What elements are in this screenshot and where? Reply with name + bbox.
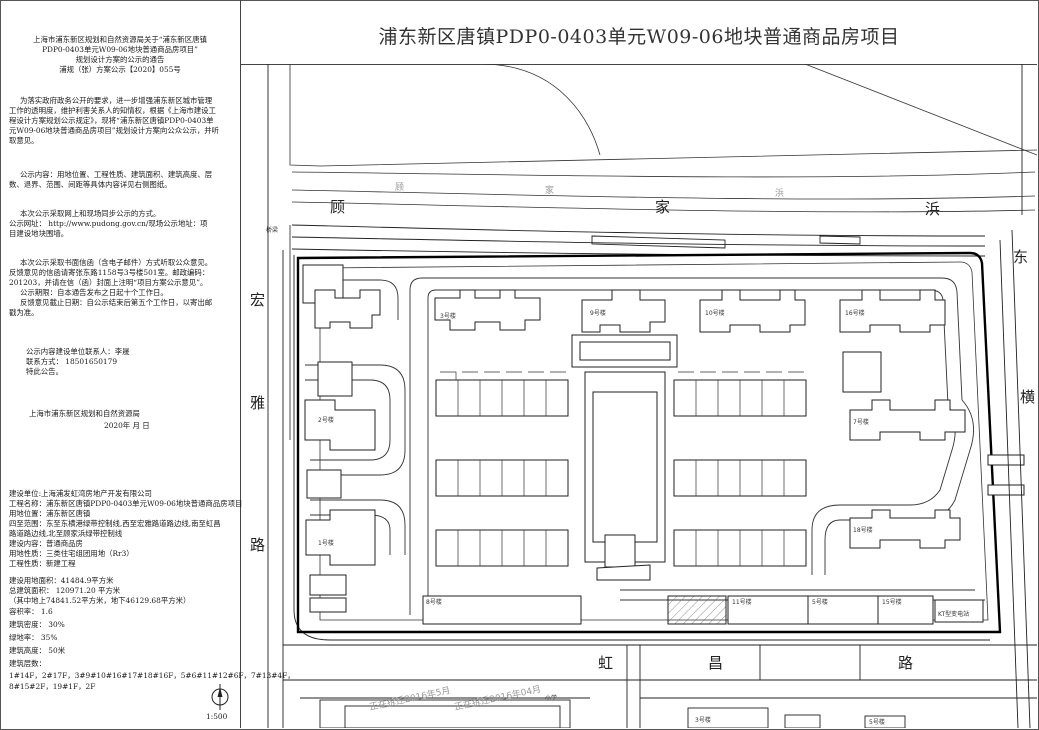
project-info-line: 建设单位:上海浦发虹湾房地产开发有限公司 — [9, 489, 152, 498]
notice-text: 公示内容：用地位置、工程性质、建筑面积、建筑高度、层 — [20, 170, 213, 179]
north-bank — [291, 224, 986, 257]
faint-labels: 顾 家 浜 正在拆迁2016年5月 正在拆迁2016年04月 — [368, 182, 784, 713]
project-info-line: 建设内容：普通商品房 — [9, 539, 83, 548]
road-south-label-1: 虹 — [598, 654, 613, 672]
title-bar: 浦东新区唐镇PDP0-0403单元W09-06地块普通商品房项目 — [241, 0, 1037, 65]
building-2-label: 2号楼 — [318, 416, 334, 424]
project-info-line: 容积率： 1.6 — [9, 607, 53, 616]
notice-header-2: PDP0-0403单元W09-06地块普通商品房项目” — [42, 45, 198, 54]
building-7-label: 7号楼 — [853, 418, 869, 426]
project-info-line: 工程名称：浦东新区唐镇PDP0-0403单元W09-06地块普通商品房项目 — [9, 499, 243, 508]
road-east-label-2: 横 — [1020, 388, 1035, 406]
building-8-label: 8号楼 — [426, 598, 442, 606]
school-label: 小学 — [545, 694, 557, 702]
building-10-label: 10号楼 — [705, 309, 725, 317]
project-info-line: （其中地上74841.52平方米，地下46129.68平方米） — [9, 596, 191, 605]
road-south-label-2: 昌 — [708, 654, 723, 672]
bridge-label: 桥梁 — [266, 226, 278, 234]
notice-text: 201203，并请在信（函）封面上注明“项目方案公示意见”。 — [9, 278, 208, 287]
project-info-line: 建筑密度： 30% — [9, 620, 65, 629]
road-north-label-1: 顾 — [330, 198, 345, 216]
south-building-label: 3号楼 — [695, 716, 711, 724]
notice-contact: 特此公告。 — [26, 367, 63, 376]
project-info-line: 路道路边线,北至顾家浜绿带控制线 — [9, 529, 123, 538]
road-south-label-3: 路 — [898, 654, 913, 672]
project-info-line: 建筑层数： — [9, 659, 46, 668]
notice-contact: 公示内容建设单位联系人：李晟 — [26, 347, 130, 356]
project-info-line: 绿地率： 35% — [9, 633, 58, 642]
project-info-line: 建筑高度： 50米 — [9, 646, 66, 655]
inner-boundary — [319, 261, 989, 621]
project-info-line: 用地位置：浦东新区唐镇 — [9, 509, 91, 518]
building-11-label: 11号楼 — [732, 598, 752, 606]
building-1-label: 1号楼 — [318, 539, 334, 547]
notice-text: 程设计方案规划公示规定》，现将“浦东新区唐镇PDP0-0403单 — [9, 116, 214, 125]
notice-header-4: 浦规（张）方案公示【2020】055号 — [59, 65, 181, 74]
notice-text: 目建设地块围墙。 — [9, 229, 69, 238]
notice-text: 戳为准。 — [9, 308, 39, 317]
building-18-label: 18号楼 — [853, 526, 873, 534]
north-buildings — [434, 289, 946, 333]
faint-river-label: 顾 — [395, 182, 404, 193]
project-info-line: 建设用地面积：41484.9平方米 — [9, 576, 114, 585]
site-plan-drawing: 顾 家 浜 宏 雅 路 东 横 虹 昌 路 顾 家 浜 正在拆迁2016年5月 … — [250, 64, 1037, 728]
building-labels: 桥梁 小学 3号楼 9号楼 10号楼 16号楼 2号楼 1号楼 7号楼 18号楼… — [266, 226, 969, 726]
scale-label: 1:500 — [206, 712, 228, 721]
demolition-note: 正在拆迁2016年5月 — [368, 684, 451, 713]
notice-text: 反馈意见的信函请寄张东路1158号3号楼501室。邮政编码： — [9, 268, 210, 277]
notice-signature: 上海市浦东新区规划和自然资源局 — [29, 409, 140, 418]
notice-text: 数、退界、范围、间距等具体内容详见右侧图纸。 — [9, 180, 172, 189]
substation-label: KT型变电站 — [938, 610, 969, 618]
notice-text: 反馈意见截止日期：自公示结束后第五个工作日，以寄出邮 — [20, 298, 213, 307]
notice-header-3: 规划设计方案的公示的通告 — [75, 55, 165, 64]
notice-text: 取意见。 — [9, 136, 39, 145]
road-west-label-1: 宏 — [250, 291, 265, 309]
building-3-label: 3号楼 — [440, 312, 456, 320]
road-labels: 顾 家 浜 宏 雅 路 东 横 虹 昌 路 — [250, 198, 1035, 672]
site-boundary — [296, 251, 1002, 634]
south-building-label: 5号楼 — [869, 718, 885, 726]
building-9-label: 9号楼 — [590, 309, 606, 317]
project-info-line: 四至范围：东至东横港绿带控制线,西至宏雅路道路边线,南至虹昌 — [9, 519, 221, 528]
site-plan: 浦东新区唐镇PDP0-0403单元W09-06地块普通商品房项目 — [241, 0, 1037, 728]
east-buildings — [849, 399, 1025, 549]
road-north-label-3: 浜 — [925, 200, 940, 218]
central-amenity — [571, 334, 882, 581]
notice-text: 为落实政府政务公开的要求，进一步增强浦东新区城市管理 — [20, 96, 213, 105]
north-river — [289, 64, 1037, 213]
building-5-label: 5号楼 — [812, 598, 828, 606]
north-arrow-icon — [211, 684, 229, 710]
notice-text: 公示网址： http://www.pudong.gov.cn/现场公示地址：项 — [9, 219, 208, 228]
project-info-line: 8#15#2F，19#1F，2F — [9, 682, 96, 691]
road-west-label-3: 路 — [250, 536, 265, 554]
faint-river-label: 家 — [545, 184, 554, 196]
notice-text: 元W09-06地块普通商品房项目”规划设计方案向公众公示，并听 — [9, 126, 220, 135]
south-buildings — [422, 595, 984, 625]
notice-header-1: 上海市浦东新区规划和自然资源局关于“浦东新区唐镇 — [33, 35, 207, 44]
notice-text: 本次公示采取网上和现场同步公示的方式。 — [20, 209, 161, 218]
notice-text: 公示期限：自本通告发布之日起十个工作日。 — [20, 288, 168, 297]
notice-contact: 联系方式： 18501650179 — [26, 357, 118, 366]
road-east-label-1: 东 — [1013, 248, 1028, 266]
row-building-bays — [440, 371, 804, 566]
notice-text: 工作的透明度，维护利害关系人的知情权，根据《上海市建设工 — [9, 106, 216, 115]
notice-text: 本次公示采取书面信函（含电子邮件）方式听取公众意见。 — [20, 258, 213, 267]
building-15-label: 15号楼 — [882, 598, 902, 606]
faint-river-label: 浜 — [775, 188, 784, 199]
notice-date: 2020年 月 日 — [104, 421, 150, 430]
road-north-label-2: 家 — [655, 198, 670, 216]
project-info-line: 总建筑面积： 120971.20 平方米 — [9, 586, 121, 595]
road-west-label-2: 雅 — [250, 394, 265, 412]
project-info-line: 用地性质：三类住宅组团用地（Rr3） — [9, 549, 134, 558]
project-title: 浦东新区唐镇PDP0-0403单元W09-06地块普通商品房项目 — [378, 26, 900, 48]
project-info-line: 工程性质：新建工程 — [9, 559, 76, 568]
south-road — [283, 644, 1037, 728]
notice-panel: 上海市浦东新区规划和自然资源局关于“浦东新区唐镇 PDP0-0403单元W09-… — [0, 0, 295, 728]
project-info-line: 1#14F，2#17F，3#9#10#16#17#18#16F，5#6#11#1… — [9, 671, 295, 680]
west-buildings — [302, 264, 381, 613]
building-16-label: 16号楼 — [845, 309, 865, 317]
